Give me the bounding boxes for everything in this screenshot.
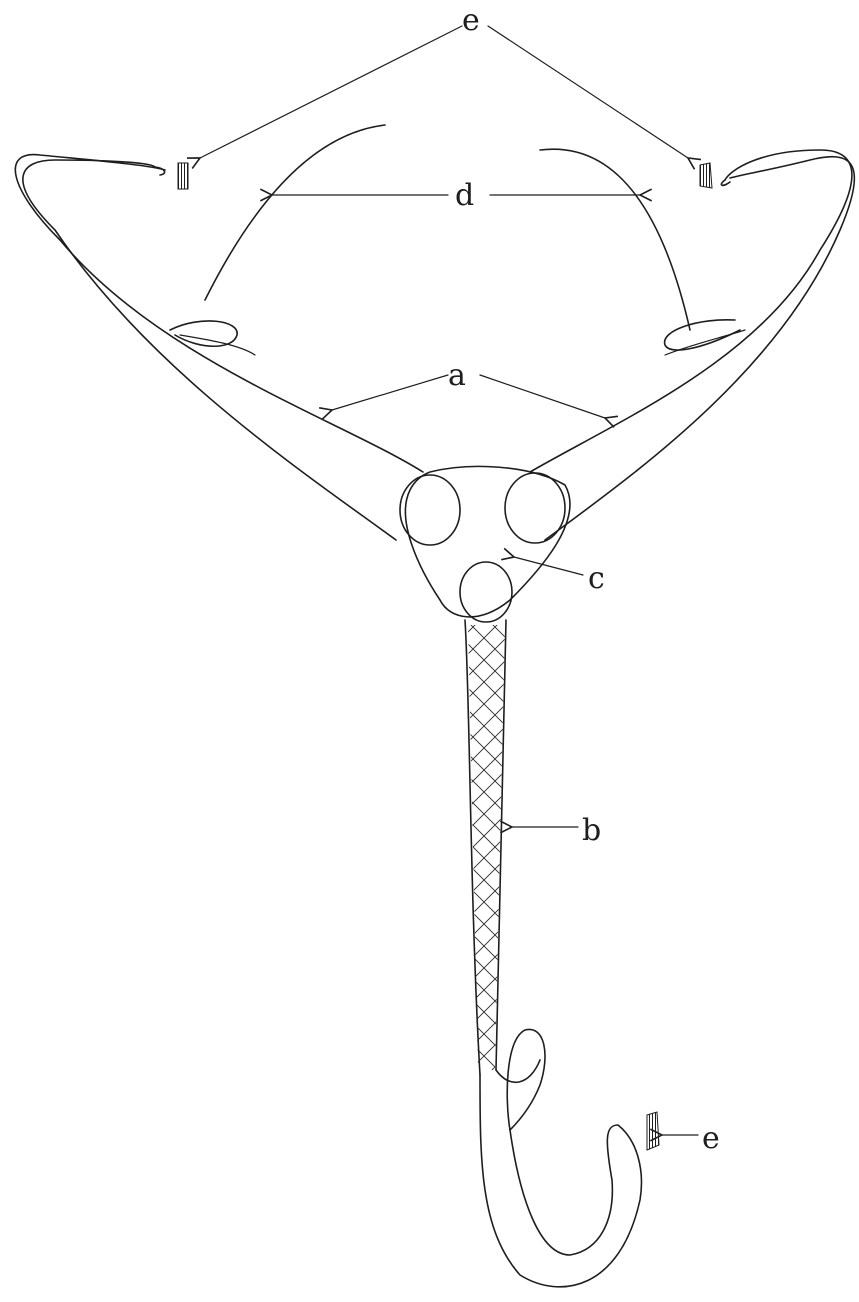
label-c: c: [588, 561, 605, 596]
central-junction: [400, 466, 570, 622]
bottom-clamp-pad: [647, 1112, 659, 1150]
label-a: a: [448, 358, 466, 393]
right-clamp-pad: [700, 163, 712, 188]
left-arm: [15, 155, 423, 540]
label-b: b: [582, 813, 601, 848]
left-d-wire: [205, 125, 385, 300]
left-clamp-pad: [178, 163, 188, 189]
label-d: d: [455, 178, 474, 213]
right-d-wire: [540, 149, 690, 330]
lower-hook: [480, 1029, 641, 1286]
right-arm: [530, 150, 854, 540]
label-e-bottom: e: [702, 1121, 720, 1156]
label-e-top: e: [462, 3, 480, 38]
braided-stem: [465, 620, 506, 1075]
